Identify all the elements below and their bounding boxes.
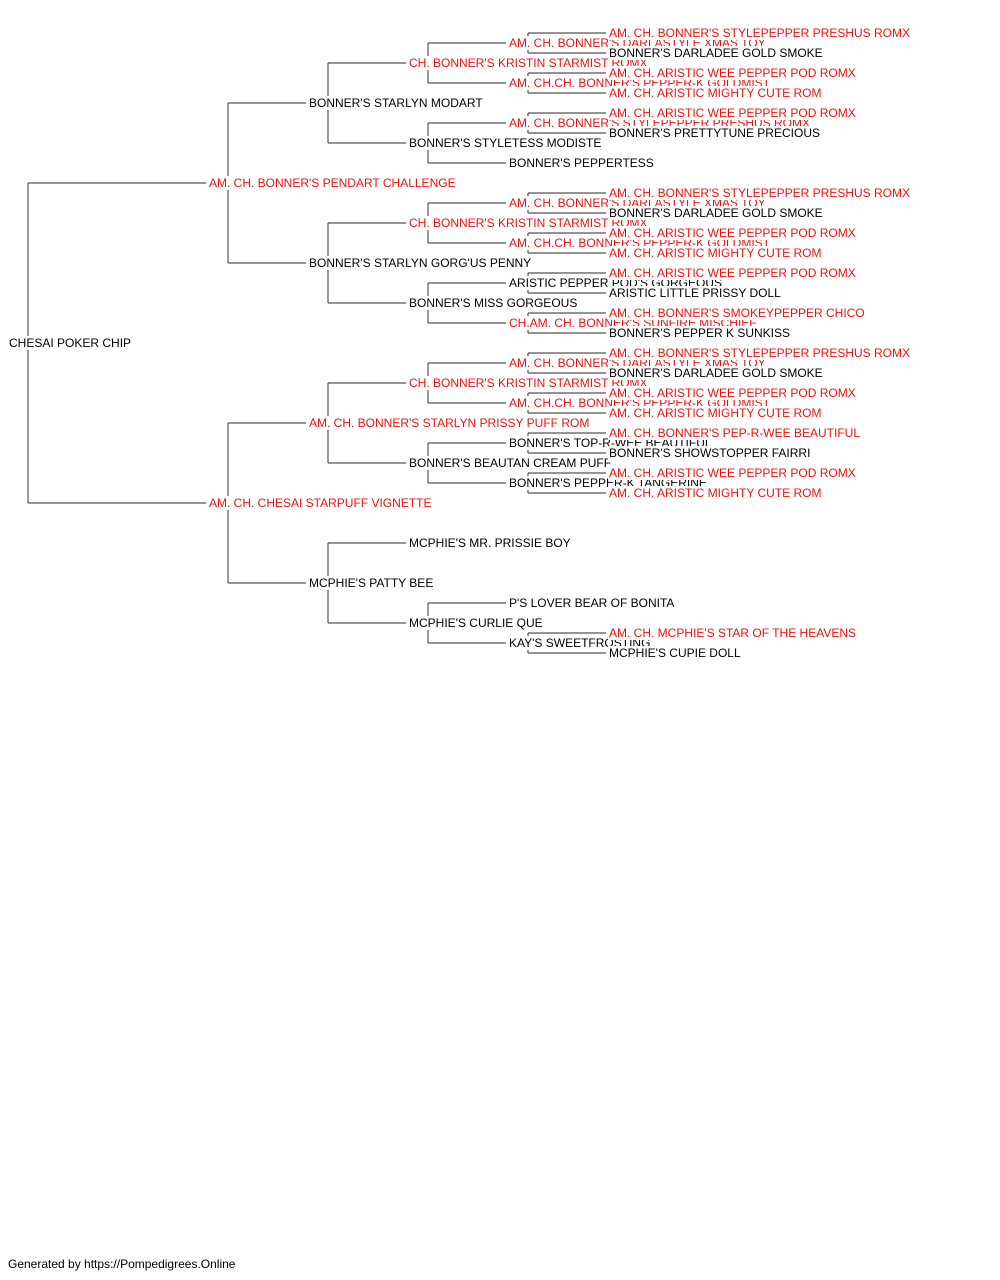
pedigree-entry-gen-2: MCPHIE'S PATTY BEE bbox=[308, 576, 435, 590]
pedigree-entry-gen-5: BONNER'S DARLADEE GOLD SMOKE bbox=[608, 366, 824, 380]
pedigree-entry-gen-3: CH. BONNER'S KRISTIN STARMIST ROMX bbox=[408, 216, 649, 230]
pedigree-entry-gen-5: BONNER'S DARLADEE GOLD SMOKE bbox=[608, 46, 824, 60]
pedigree-entry-gen-5: AM. CH. MCPHIE'S STAR OF THE HEAVENS bbox=[608, 626, 857, 640]
pedigree-entry-gen-3: CH. BONNER'S KRISTIN STARMIST ROMX bbox=[408, 56, 649, 70]
pedigree-entry-gen-3: BONNER'S STYLETESS MODISTE bbox=[408, 136, 603, 150]
pedigree-entry-gen-5: AM. CH. ARISTIC WEE PEPPER POD ROMX bbox=[608, 266, 857, 280]
pedigree-entry-gen-5: AM. CH. ARISTIC WEE PEPPER POD ROMX bbox=[608, 226, 857, 240]
pedigree-entry-gen-5: BONNER'S DARLADEE GOLD SMOKE bbox=[608, 206, 824, 220]
pedigree-entry-gen-5: BONNER'S PEPPER K SUNKISS bbox=[608, 326, 792, 340]
pedigree-entry-gen-5: BONNER'S SHOWSTOPPER FAIRRI bbox=[608, 446, 812, 460]
pedigree-entry-gen-5: AM. CH. BONNER'S PEP-R-WEE BEAUTIFUL bbox=[608, 426, 861, 440]
pedigree-entry-gen-5: AM. CH. ARISTIC WEE PEPPER POD ROMX bbox=[608, 66, 857, 80]
pedigree-entry-gen-5: AM. CH. ARISTIC MIGHTY CUTE ROM bbox=[608, 86, 823, 100]
pedigree-entry-gen-3: BONNER'S BEAUTAN CREAM PUFF bbox=[408, 456, 613, 470]
pedigree-entry-gen-5: AM. CH. BONNER'S SMOKEYPEPPER CHICO bbox=[608, 306, 866, 320]
pedigree-entry-gen-5: AM. CH. BONNER'S STYLEPEPPER PRESHUS ROM… bbox=[608, 346, 912, 360]
pedigree-entry-gen-2: BONNER'S STARLYN MODART bbox=[308, 96, 484, 110]
pedigree-entry-gen-5: AM. CH. ARISTIC WEE PEPPER POD ROMX bbox=[608, 386, 857, 400]
pedigree-entry-gen-5: AM. CH. ARISTIC MIGHTY CUTE ROM bbox=[608, 486, 823, 500]
pedigree-entry-gen-5: AM. CH. BONNER'S STYLEPEPPER PRESHUS ROM… bbox=[608, 26, 912, 40]
pedigree-entry-gen-5: AM. CH. ARISTIC WEE PEPPER POD ROMX bbox=[608, 106, 857, 120]
pedigree-entry-gen-1: AM. CH. BONNER'S PENDART CHALLENGE bbox=[208, 176, 457, 190]
footer-credit: Generated by https://Pompedigrees.Online bbox=[8, 1257, 236, 1271]
pedigree-entry-gen-0: CHESAI POKER CHIP bbox=[8, 336, 133, 350]
pedigree-entry-gen-4: BONNER'S PEPPERTESS bbox=[508, 156, 655, 170]
pedigree-entry-gen-5: BONNER'S PRETTYTUNE PRECIOUS bbox=[608, 126, 821, 140]
pedigree-entry-gen-1: AM. CH. CHESAI STARPUFF VIGNETTE bbox=[208, 496, 433, 510]
pedigree-entry-gen-3: CH. BONNER'S KRISTIN STARMIST ROMX bbox=[408, 376, 649, 390]
pedigree-entry-gen-5: AM. CH. BONNER'S STYLEPEPPER PRESHUS ROM… bbox=[608, 186, 912, 200]
pedigree-entry-gen-2: AM. CH. BONNER'S STARLYN PRISSY PUFF ROM bbox=[308, 416, 591, 430]
pedigree-entry-gen-3: MCPHIE'S MR. PRISSIE BOY bbox=[408, 536, 572, 550]
pedigree-entry-gen-2: BONNER'S STARLYN GORG'US PENNY bbox=[308, 256, 533, 270]
pedigree-entry-gen-5: AM. CH. ARISTIC MIGHTY CUTE ROM bbox=[608, 406, 823, 420]
pedigree-entry-gen-5: AM. CH. ARISTIC WEE PEPPER POD ROMX bbox=[608, 466, 857, 480]
pedigree-entry-gen-5: MCPHIE'S CUPIE DOLL bbox=[608, 646, 742, 660]
pedigree-entry-gen-3: MCPHIE'S CURLIE QUE bbox=[408, 616, 544, 630]
pedigree-entry-gen-4: P'S LOVER BEAR OF BONITA bbox=[508, 596, 676, 610]
pedigree-entry-gen-3: BONNER'S MISS GORGEOUS bbox=[408, 296, 579, 310]
pedigree-entry-gen-5: ARISTIC LITTLE PRISSY DOLL bbox=[608, 286, 782, 300]
pedigree-entry-gen-5: AM. CH. ARISTIC MIGHTY CUTE ROM bbox=[608, 246, 823, 260]
